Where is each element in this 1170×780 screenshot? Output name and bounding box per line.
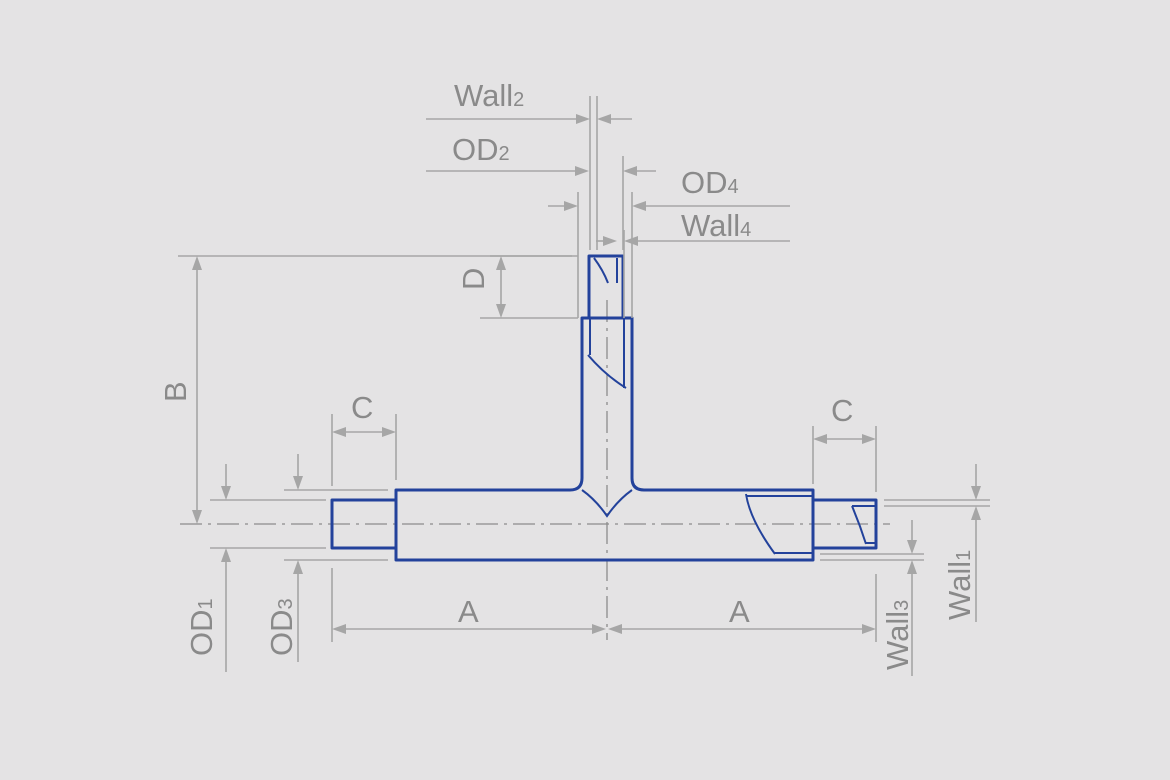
label-od1: OD1 — [184, 598, 219, 656]
od2-arrow-right — [623, 166, 637, 176]
label-a-right: A — [729, 594, 750, 629]
label-od2: OD2 — [452, 132, 510, 167]
wall4-arrow-left — [603, 236, 617, 246]
left-tube-outline — [330, 498, 398, 550]
wall3-arrow-bottom — [907, 560, 917, 574]
b-arrow-top — [192, 256, 202, 270]
dimension-lines — [178, 96, 990, 676]
right-tube-cut-curve — [851, 505, 867, 545]
od3-arrow-bottom — [293, 560, 303, 574]
label-a-left: A — [458, 594, 479, 629]
od3-arrow-top — [293, 476, 303, 490]
top-tube-cut-curve — [593, 257, 609, 284]
c-right-arrow-left — [813, 434, 827, 444]
label-c-right: C — [831, 393, 853, 428]
label-od3: OD3 — [264, 598, 299, 656]
od4-arrow-right — [632, 201, 646, 211]
od1-arrow-top — [221, 486, 231, 500]
tee-body-outline — [394, 316, 815, 562]
a-right-arrow-left — [608, 624, 622, 634]
wall2-arrow-right — [597, 114, 611, 124]
a-right-arrow-right — [862, 624, 876, 634]
wall3-arrow-top — [907, 540, 917, 554]
label-wall1: Wall1 — [942, 550, 977, 620]
wall2-arrow-left — [576, 114, 590, 124]
tee-part-outline — [330, 254, 878, 562]
c-left-arrow-left — [332, 427, 346, 437]
wall1-arrow-bottom — [971, 506, 981, 520]
d-arrow-bottom — [496, 304, 506, 318]
wall4-arrow-right — [624, 236, 638, 246]
wall1-arrow-top — [971, 486, 981, 500]
od1-arrow-bottom — [221, 548, 231, 562]
label-od4: OD4 — [681, 165, 739, 200]
branch-inner-curve — [581, 489, 633, 518]
d-arrow-top — [496, 256, 506, 270]
c-right-arrow-right — [862, 434, 876, 444]
label-wall4: Wall4 — [681, 208, 751, 243]
top-tube-outline — [587, 254, 625, 320]
a-left-arrow-right — [592, 624, 606, 634]
c-left-arrow-right — [382, 427, 396, 437]
label-b: B — [158, 381, 193, 402]
branch-cut-curve — [587, 354, 627, 389]
label-c-left: C — [351, 390, 373, 425]
label-d: D — [456, 268, 491, 290]
label-wall2: Wall2 — [454, 78, 524, 113]
od2-arrow-left — [575, 166, 589, 176]
dimension-labels: Wall2 OD2 OD4 Wall4 D B C C A A OD1 OD3 … — [158, 78, 977, 670]
od4-arrow-left — [564, 201, 578, 211]
right-tube-outline — [811, 498, 878, 550]
right-body-cut-curve — [745, 493, 776, 555]
label-wall3: Wall3 — [880, 600, 915, 670]
center-lines — [180, 300, 890, 640]
a-left-arrow-left — [332, 624, 346, 634]
b-arrow-bottom — [192, 510, 202, 524]
